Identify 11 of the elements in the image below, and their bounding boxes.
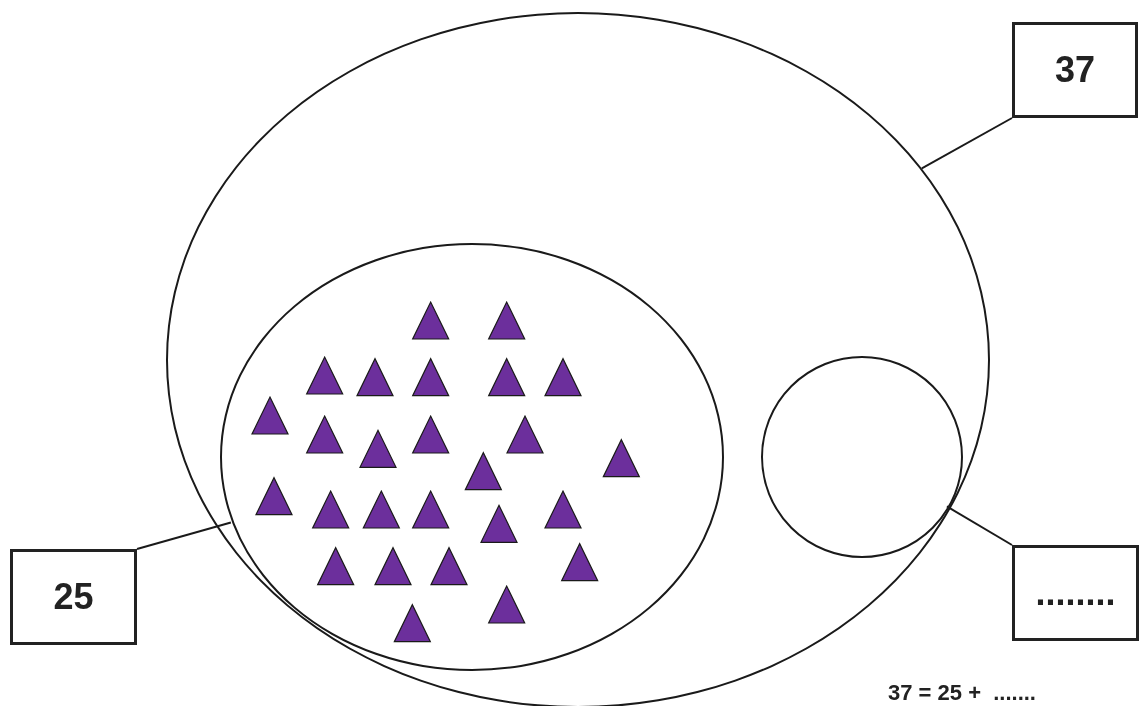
set-ellipse [166,12,990,706]
number-text: 37 [1054,52,1095,88]
answer-box [1012,22,1138,118]
equation-text: 37 = 25 + ....... [888,679,1036,706]
number-text: ........ [1035,575,1116,611]
answer-box [1012,545,1139,641]
leader-line [920,117,1013,170]
answer-box [10,549,137,645]
leader-line [136,521,232,550]
set-ellipse [220,243,724,671]
number-text: 25 [53,579,94,615]
